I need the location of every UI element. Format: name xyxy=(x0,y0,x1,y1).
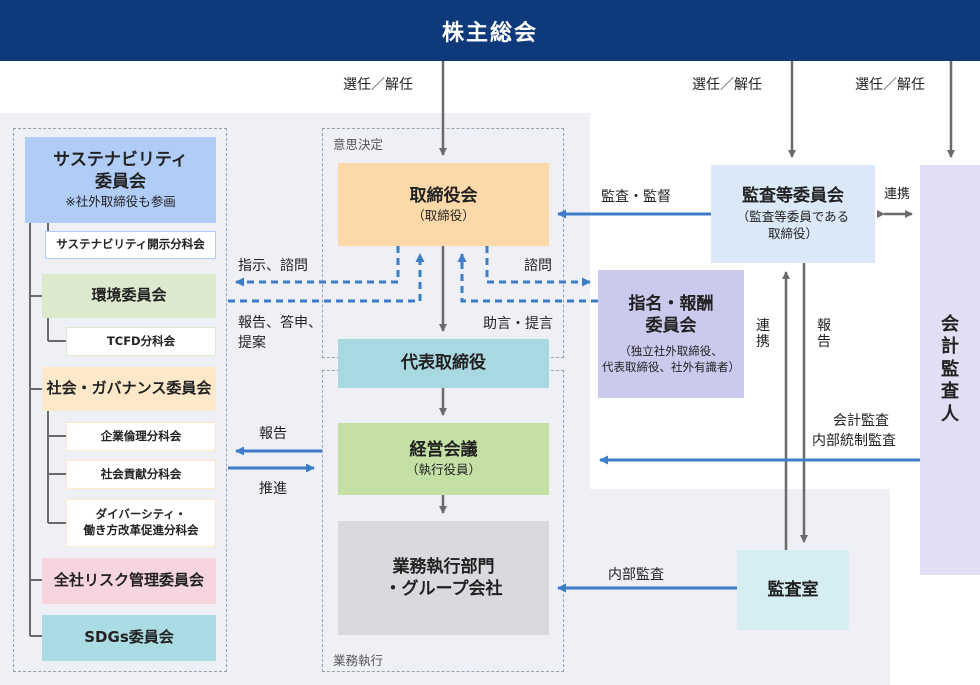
internal-audit-office: 監査室 xyxy=(737,550,849,630)
left-committee-group xyxy=(13,128,227,672)
accounting-auditor-label: 会 計 監 査 人 xyxy=(941,313,959,425)
accounting-auditor: 会 計 監 査 人 xyxy=(920,165,980,575)
risk-management-committee: 全社リスク管理委員会 xyxy=(42,558,216,604)
sustainability-title-1: サステナビリティ xyxy=(53,150,188,171)
report-respond-label: 報告、答申、 xyxy=(238,315,322,331)
coop-label: 連携 xyxy=(884,187,911,202)
operations-group-companies: 業務執行部門 ・グループ会社 xyxy=(338,521,549,635)
consult-label: 諮問 xyxy=(524,258,552,274)
advice-propose-arrow xyxy=(457,253,598,303)
management-meeting: 経営会議 （執行役員） xyxy=(338,423,549,495)
audit-supervise-label: 監査・監督 xyxy=(601,189,671,205)
environment-committee: 環境委員会 xyxy=(42,274,216,318)
header-title: 株主総会 xyxy=(441,20,538,46)
decision-section-label: 意思決定 xyxy=(333,137,384,152)
social-governance-committee: 社会・ガバナンス委員会 xyxy=(42,367,216,411)
diversity-subcommittee: ダイバーシティ・ 働き方改革促進分科会 xyxy=(66,499,216,547)
internal-audit-label: 内部監査 xyxy=(608,567,664,583)
representative-director: 代表取締役 xyxy=(338,339,549,388)
social-contribution-subcommittee: 社会貢献分科会 xyxy=(66,460,216,489)
instruct-consult-label: 指示、諮問 xyxy=(238,258,308,274)
internal-control-audit-label: 内部統制監査 xyxy=(812,433,896,449)
nomination-remuneration-committee: 指名・報酬 委員会 （独立社外取締役、 代表取締役、社外有識者） xyxy=(598,270,744,398)
coop-vertical-label: 連 携 xyxy=(756,318,770,351)
sustainability-disclosure-subcommittee: サステナビリティ開示分科会 xyxy=(45,231,216,259)
sustainability-committee: サステナビリティ 委員会 ※社外取締役も参画 xyxy=(25,137,216,223)
advice-propose-label: 助言・提言 xyxy=(483,316,553,332)
ethics-subcommittee: 企業倫理分科会 xyxy=(66,422,216,451)
consult-arrow xyxy=(485,246,591,287)
report-label: 報告 xyxy=(259,426,287,442)
report-respond-arrow xyxy=(228,253,425,303)
elect-label-3: 選任／解任 xyxy=(855,77,925,93)
sdgs-committee: SDGs委員会 xyxy=(42,615,216,661)
sustainability-title-2: 委員会 xyxy=(95,172,146,193)
promote-label: 推進 xyxy=(259,481,287,497)
accounting-audit-label: 会計監査 xyxy=(833,413,889,429)
tcfd-subcommittee: TCFD分科会 xyxy=(66,327,216,356)
audit-supervisory-committee: 監査等委員会 （監査等委員である 取締役） xyxy=(711,165,875,263)
execution-section-label: 業務執行 xyxy=(333,653,384,668)
instruct-consult-arrow xyxy=(235,246,400,287)
shareholders-meeting-header: 株主総会 xyxy=(0,0,980,61)
elect-label-1: 選任／解任 xyxy=(343,77,413,93)
report-vertical-label: 報 告 xyxy=(817,318,831,351)
propose-label: 提案 xyxy=(238,335,266,351)
board-of-directors: 取締役会 （取締役） xyxy=(338,163,549,246)
sustainability-note: ※社外取締役も参画 xyxy=(65,194,176,210)
elect-label-2: 選任／解任 xyxy=(692,77,762,93)
